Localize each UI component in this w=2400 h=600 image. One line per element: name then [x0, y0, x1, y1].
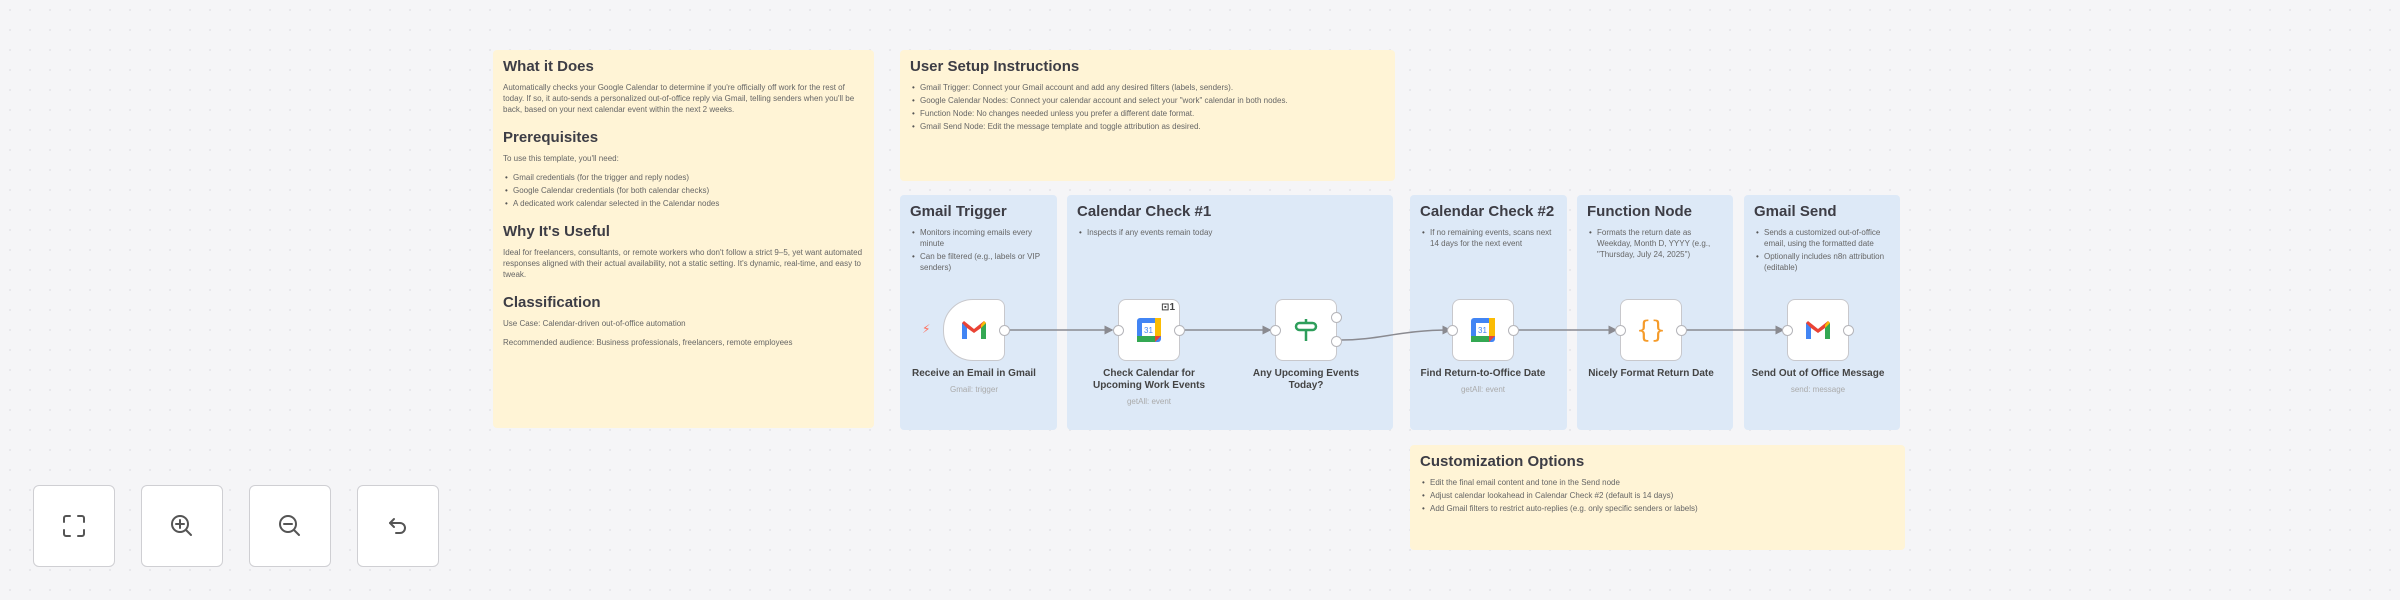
list-item: Add Gmail filters to restrict auto-repli…: [1420, 503, 1895, 514]
reset-zoom-button[interactable]: [357, 485, 439, 567]
fit-view-icon: [63, 515, 85, 537]
customization-options-note[interactable]: Customization Options Edit the final ema…: [1410, 445, 1905, 550]
group-title: Calendar Check #1: [1077, 203, 1212, 220]
setup-title: User Setup Instructions: [910, 58, 1080, 75]
classification-title: Classification: [503, 294, 601, 311]
node-label: Send Out of Office Message send: message: [1751, 368, 1885, 394]
node-label: Any Upcoming Events Today?: [1252, 368, 1360, 391]
zoom-in-button[interactable]: [141, 485, 223, 567]
why-useful-title: Why It's Useful: [503, 223, 610, 240]
node-label: Nicely Format Return Date: [1588, 368, 1714, 379]
group-function-node[interactable]: Function Node Formats the return date as…: [1577, 195, 1733, 430]
list-item: Google Calendar credentials (for both ca…: [503, 185, 864, 196]
group-list: Monitors incoming emails every minute Ca…: [910, 227, 1047, 273]
zoom-in-icon: [171, 515, 192, 536]
fit-view-button[interactable]: [33, 485, 115, 567]
node-label: Check Calendar for Upcoming Work Events …: [1092, 368, 1206, 406]
code-braces-icon: {}: [1636, 316, 1666, 344]
list-item: A dedicated work calendar selected in th…: [503, 198, 864, 209]
group-list: Sends a customized out-of-office email, …: [1754, 227, 1890, 273]
list-item: Gmail Trigger: Connect your Gmail accoun…: [910, 82, 1385, 93]
prerequisites-intro: To use this template, you'll need:: [503, 154, 619, 163]
list-item: Edit the final email content and tone in…: [1420, 477, 1895, 488]
classification-audience: Recommended audience: Business professio…: [503, 338, 793, 347]
undo-icon: [389, 518, 406, 534]
input-port[interactable]: [1270, 325, 1281, 336]
why-useful-body: Ideal for freelancers, consultants, or r…: [503, 248, 863, 279]
group-list: If no remaining events, scans next 14 da…: [1420, 227, 1557, 249]
node-receive-email-gmail[interactable]: [943, 299, 1010, 361]
prerequisites-title: Prerequisites: [503, 129, 599, 146]
if-signpost-icon: [1294, 319, 1318, 341]
classification-use-case: Use Case: Calendar-driven out-of-office …: [503, 319, 686, 328]
list-item: Google Calendar Nodes: Connect your cale…: [910, 95, 1385, 106]
customization-list: Edit the final email content and tone in…: [1420, 477, 1895, 514]
zoom-out-icon: [279, 515, 300, 536]
customization-title: Customization Options: [1420, 453, 1585, 470]
prerequisites-list: Gmail credentials (for the trigger and r…: [503, 172, 864, 209]
group-title: Gmail Trigger: [910, 203, 1007, 220]
setup-list: Gmail Trigger: Connect your Gmail accoun…: [910, 82, 1385, 132]
node-label: Receive an Email in Gmail Gmail: trigger: [912, 368, 1036, 394]
input-port[interactable]: [1615, 325, 1626, 336]
group-list: Formats the return date as Weekday, Mont…: [1587, 227, 1723, 260]
list-item: If no remaining events, scans next 14 da…: [1420, 227, 1557, 249]
pinned-data-badge: ⊡1: [1161, 302, 1175, 313]
trigger-bolt-icon: ⚡: [922, 322, 931, 336]
group-gmail-trigger[interactable]: Gmail Trigger Monitors incoming emails e…: [900, 195, 1057, 430]
group-title: Calendar Check #2: [1420, 203, 1555, 220]
list-item: Gmail credentials (for the trigger and r…: [503, 172, 864, 183]
list-item: Monitors incoming emails every minute: [910, 227, 1047, 249]
zoom-out-button[interactable]: [249, 485, 331, 567]
node-find-return-date[interactable]: 31: [1447, 299, 1519, 361]
gmail-icon: [962, 321, 986, 339]
output-port-true[interactable]: [1331, 312, 1342, 323]
list-item: Function Node: No changes needed unless …: [910, 108, 1385, 119]
node-label: Find Return-to-Office Date getAll: event: [1420, 368, 1546, 394]
list-item: Sends a customized out-of-office email, …: [1754, 227, 1890, 249]
list-item: Adjust calendar lookahead in Calendar Ch…: [1420, 490, 1895, 501]
output-port[interactable]: [999, 325, 1010, 336]
what-it-does-title: What it Does: [503, 58, 594, 75]
output-port[interactable]: [1843, 325, 1854, 336]
output-port[interactable]: [1508, 325, 1519, 336]
output-port[interactable]: [1676, 325, 1687, 336]
node-check-calendar[interactable]: ⊡1 31: [1113, 299, 1185, 361]
list-item: Formats the return date as Weekday, Mont…: [1587, 227, 1723, 260]
google-calendar-icon: 31: [1137, 318, 1161, 342]
input-port[interactable]: [1113, 325, 1124, 336]
input-port[interactable]: [1447, 325, 1458, 336]
group-title: Gmail Send: [1754, 203, 1837, 220]
node-format-return-date[interactable]: {}: [1615, 299, 1687, 361]
what-it-does-body: Automatically checks your Google Calenda…: [503, 83, 855, 114]
output-port-false[interactable]: [1331, 336, 1342, 347]
node-any-upcoming-events[interactable]: [1270, 299, 1342, 361]
svg-text:31: 31: [1478, 326, 1487, 335]
google-calendar-icon: 31: [1471, 318, 1495, 342]
list-item: Gmail Send Node: Edit the message templa…: [910, 121, 1385, 132]
group-list: Inspects if any events remain today: [1077, 227, 1383, 238]
svg-text:31: 31: [1144, 326, 1153, 335]
list-item: Optionally includes n8n attribution (edi…: [1754, 251, 1890, 273]
node-send-out-of-office[interactable]: [1782, 299, 1854, 361]
gmail-icon: [1806, 321, 1830, 339]
setup-instructions-note[interactable]: User Setup Instructions Gmail Trigger: C…: [900, 50, 1395, 181]
group-title: Function Node: [1587, 203, 1692, 220]
list-item: Inspects if any events remain today: [1077, 227, 1383, 238]
output-port[interactable]: [1174, 325, 1185, 336]
what-it-does-note[interactable]: What it Does Automatically checks your G…: [493, 50, 874, 428]
input-port[interactable]: [1782, 325, 1793, 336]
list-item: Can be filtered (e.g., labels or VIP sen…: [910, 251, 1047, 273]
